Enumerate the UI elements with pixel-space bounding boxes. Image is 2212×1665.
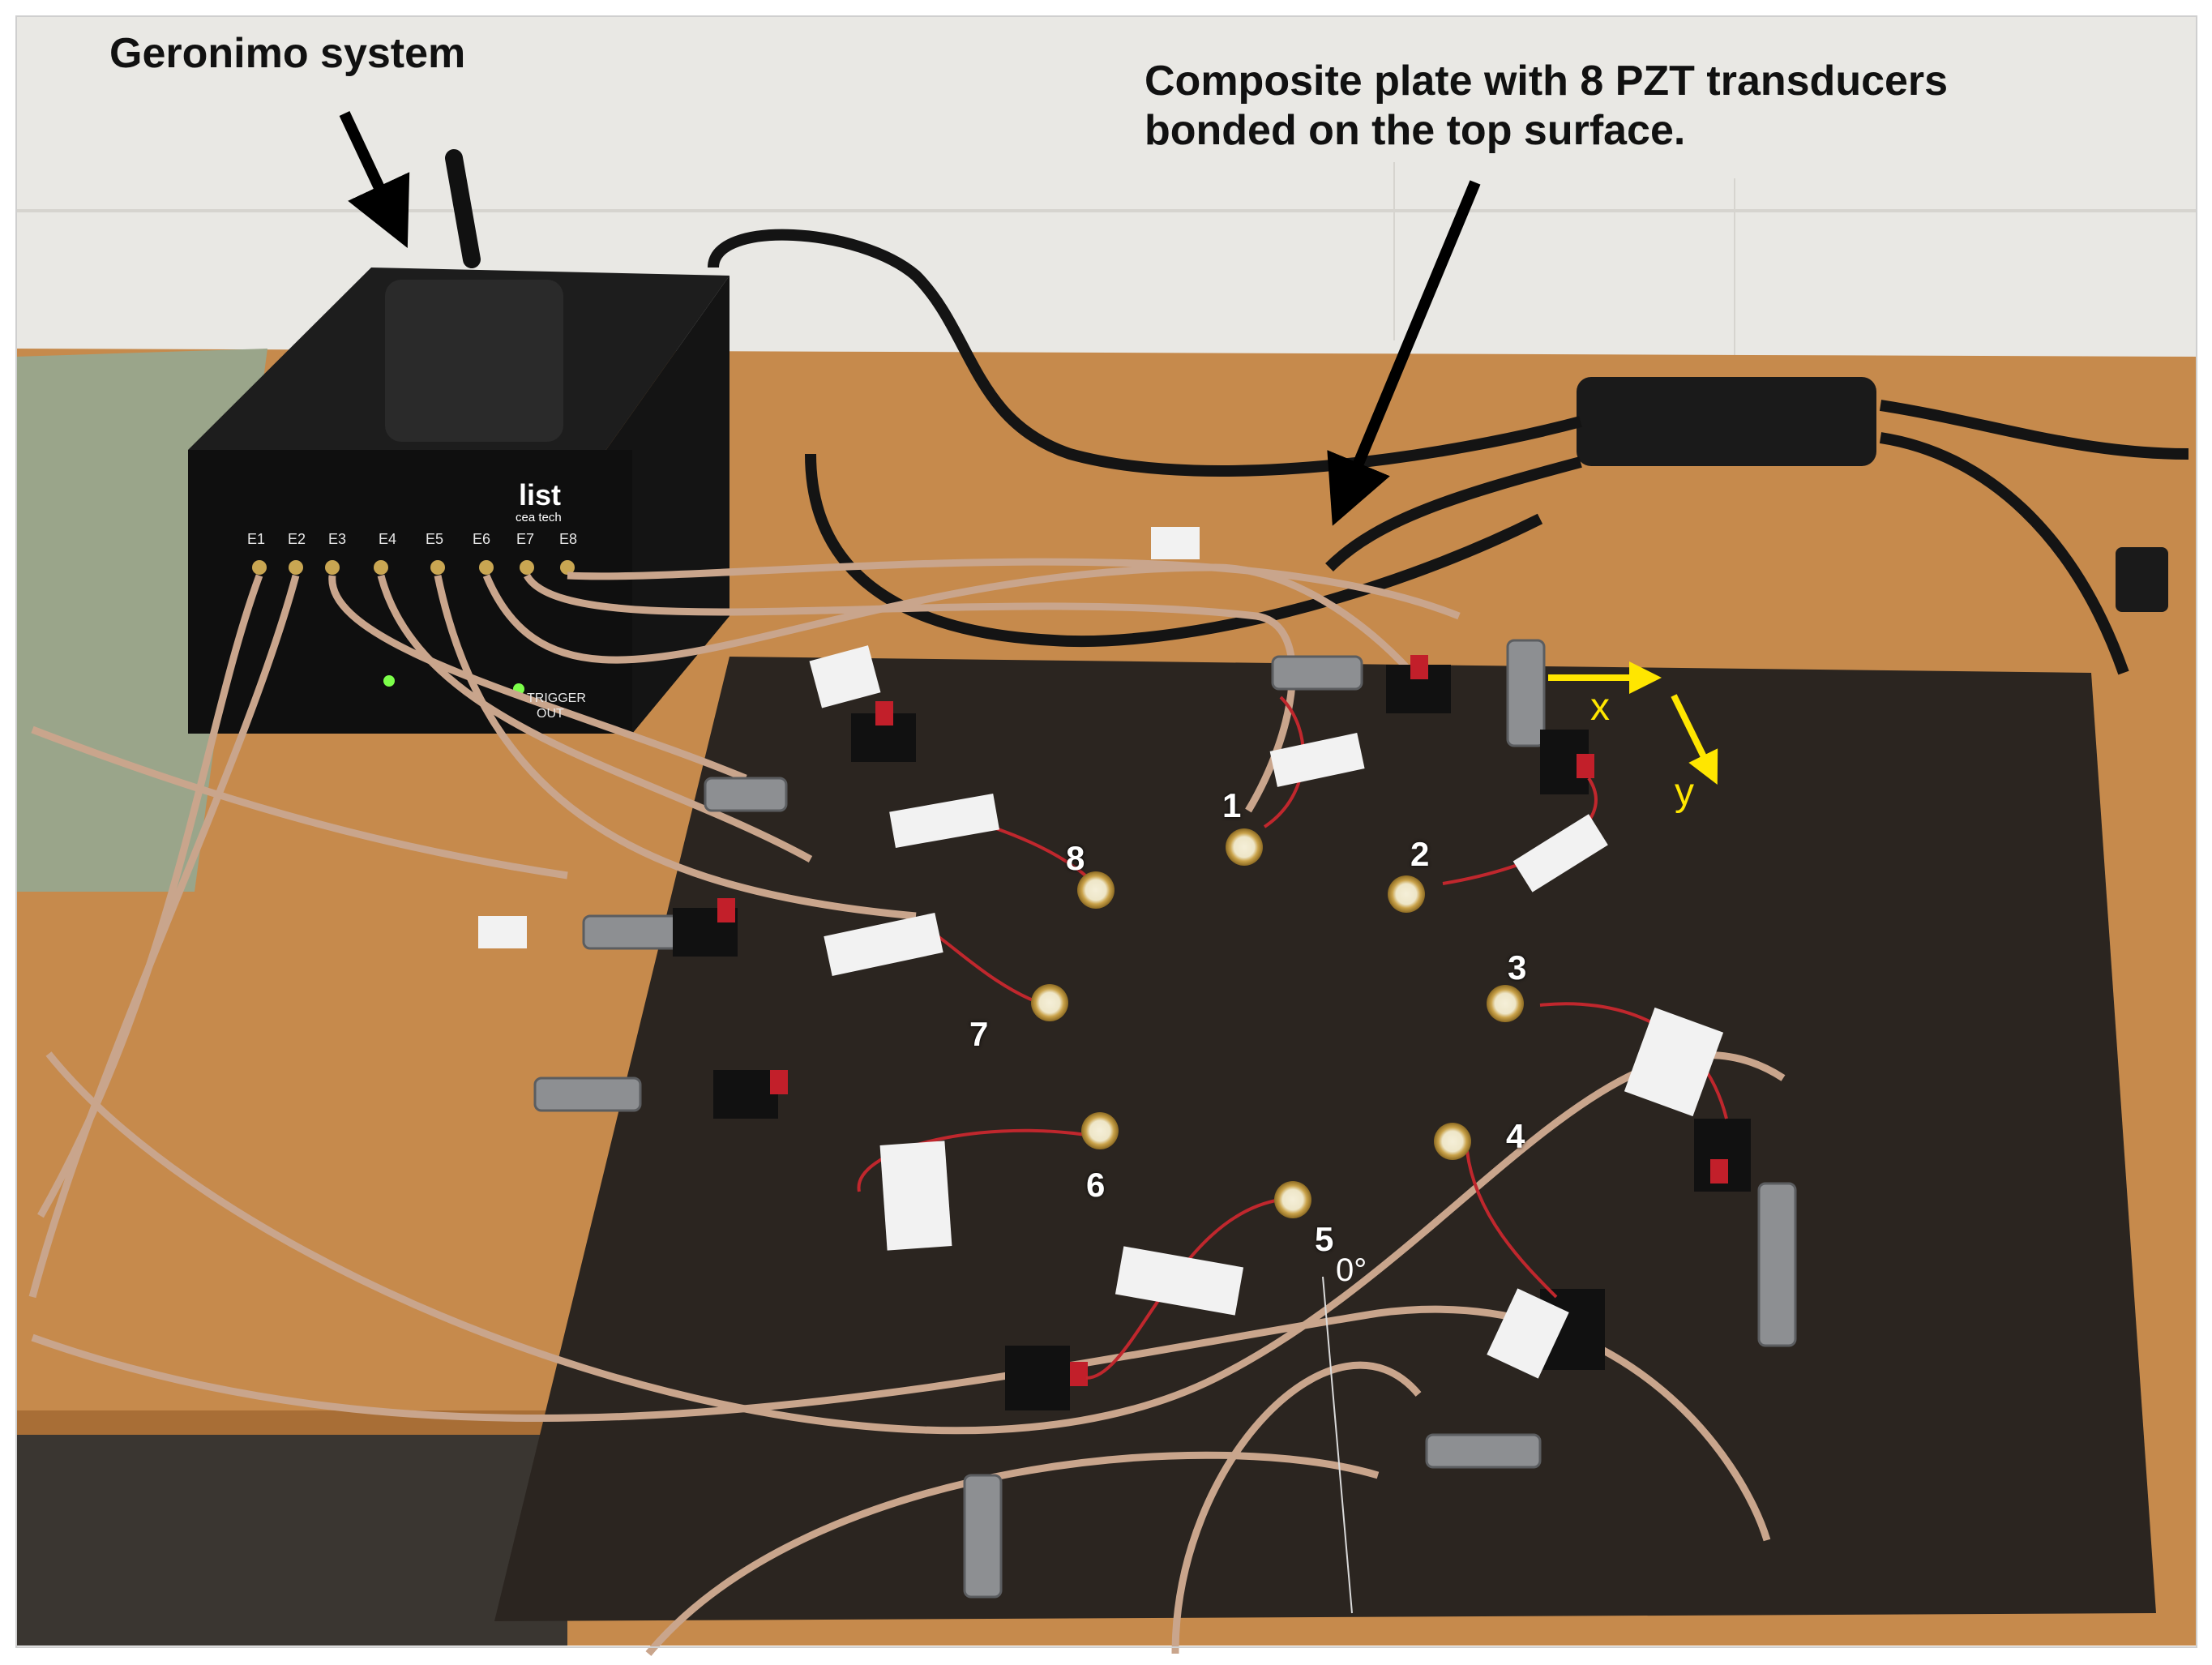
port-label-e3: E3 [328,531,347,547]
port-label-e2: E2 [288,531,306,547]
y-axis-arrow [1671,694,1718,785]
trigger-label: TRIGGER [527,691,586,705]
tape-labels [478,527,1724,1379]
transducer-label-7: 7 [969,1015,989,1053]
port-label-e1: E1 [247,531,266,547]
transducer-label-2: 2 [1410,835,1430,873]
port-label-e4: E4 [379,531,397,547]
table-edge [16,1427,567,1646]
power-adapter [1577,377,1876,466]
port-label-e7: E7 [516,531,535,547]
composite-plate-label-line2: bonded on the top surface. [1145,107,1686,155]
port-label-e8: E8 [559,531,578,547]
geronimo-arrow [339,111,410,249]
transducer-label-5: 5 [1315,1220,1334,1258]
device-brand-logo: list [519,478,562,511]
composite-plate [494,657,2156,1621]
transducer-label-6: 6 [1086,1166,1106,1204]
coax-cables [28,558,1786,1656]
composite-plate-label: Composite plate with 8 PZT transducers b… [1145,57,1948,156]
composite-plate-label-line1: Composite plate with 8 PZT transducers [1145,58,1949,105]
pzt-transducers [1031,828,1524,1218]
port-label-e6: E6 [473,531,491,547]
transducer-label-8: 8 [1066,839,1085,877]
trigger-out-label: OUT [537,707,564,721]
transducer-label-3: 3 [1508,948,1527,987]
port-label-e5: E5 [426,531,444,547]
x-axis-label: x [1590,686,1610,729]
plate-arrow [1327,180,1481,526]
geronimo-system-label: Geronimo system [109,30,466,77]
zero-degree-mark: 0° [1336,1252,1367,1288]
box-ports [252,560,575,575]
transducer-label-1: 1 [1222,786,1242,824]
bnc-connectors [533,639,1797,1599]
transducer-label-4: 4 [1506,1117,1525,1155]
device-brand-subtitle: cea tech [516,511,562,524]
y-axis-label: y [1675,771,1694,814]
terminal-blocks [673,655,1751,1410]
